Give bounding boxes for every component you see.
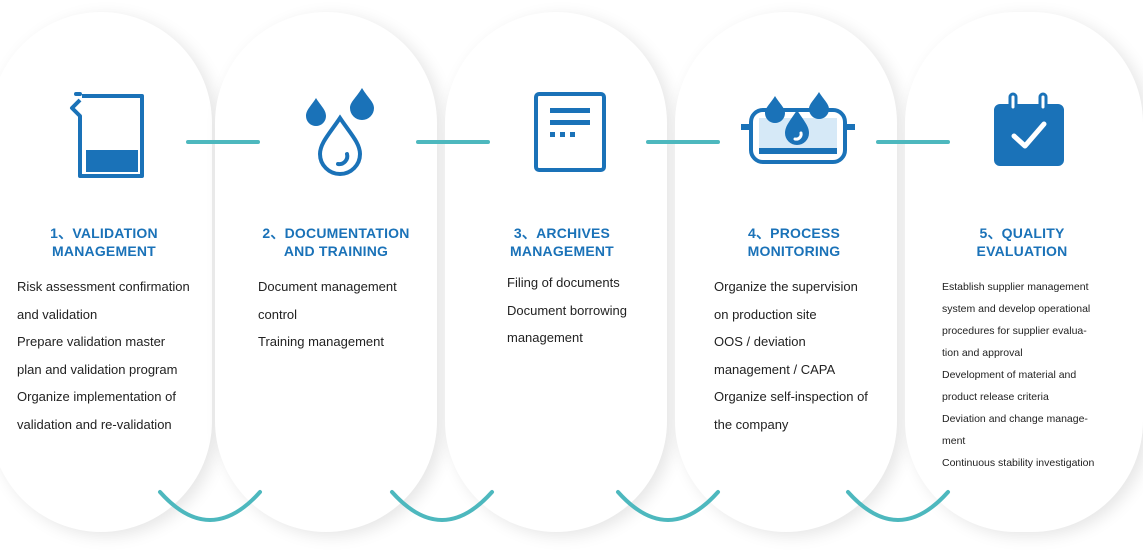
connector-2-3 xyxy=(416,140,490,144)
step-1-title: 1、VALIDATION MANAGEMENT xyxy=(50,225,158,259)
step-card-3 xyxy=(445,12,667,532)
step-2-title: 2、DOCUMENTATION AND TRAINING xyxy=(262,225,410,259)
bottom-arc-4 xyxy=(846,490,950,522)
connector-3-4 xyxy=(646,140,720,144)
step-card-2 xyxy=(215,12,437,532)
step-card-5 xyxy=(905,12,1143,532)
tank-drops-icon xyxy=(741,92,855,164)
step-card-4 xyxy=(675,12,897,532)
step-5-title: 5、QUALITY EVALUATION xyxy=(976,225,1068,259)
bottom-arc-1 xyxy=(158,490,262,522)
step-4-description: Organize the supervision on production s… xyxy=(714,279,868,432)
connector-1-2 xyxy=(186,140,260,144)
step-1-description: Risk assessment confirmation and validat… xyxy=(17,279,190,432)
step-4-title: 4、PROCESS MONITORING xyxy=(747,225,841,259)
connector-4-5 xyxy=(876,140,950,144)
beaker-icon xyxy=(70,92,144,178)
bottom-arc-3 xyxy=(616,490,720,522)
bottom-arc-2 xyxy=(390,490,494,522)
step-5-description: Establish supplier management system and… xyxy=(942,281,1095,469)
step-2-description: Document management control Training man… xyxy=(258,279,397,349)
water-drops-icon xyxy=(306,88,374,176)
step-card-1 xyxy=(0,12,212,532)
calendar-check-icon xyxy=(994,92,1064,166)
step-3-title: 3、ARCHIVES MANAGEMENT xyxy=(510,225,614,259)
document-icon xyxy=(534,92,606,172)
step-3-description: Filing of documents Document borrowing m… xyxy=(507,275,627,345)
